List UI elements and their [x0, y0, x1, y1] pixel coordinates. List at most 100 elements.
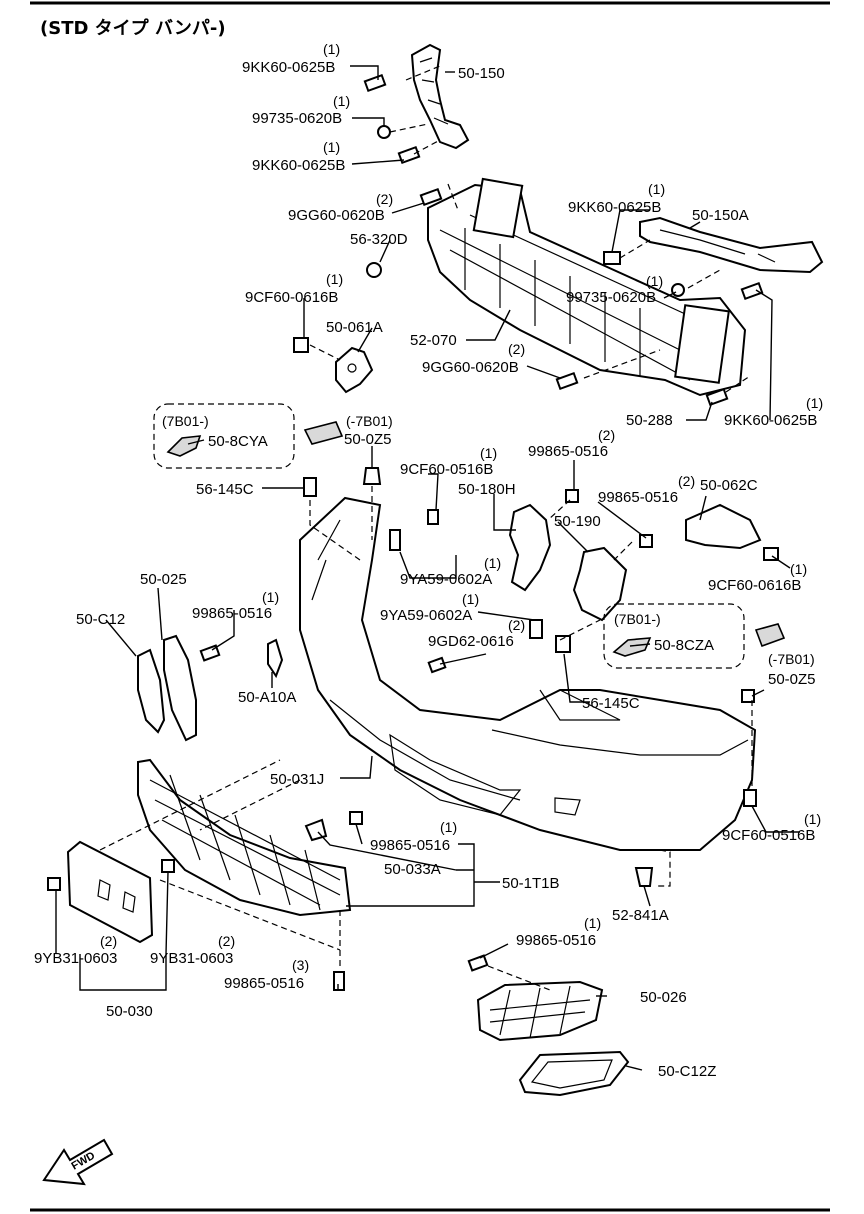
label-c45: 50-026 — [640, 989, 687, 1006]
qty-c28: (1) — [462, 591, 479, 607]
qty-c43: (2) — [100, 933, 117, 949]
label-c12: 52-070 — [410, 332, 457, 349]
label-c30: 99865-0516 — [192, 605, 272, 622]
label-c48: 50-C12Z — [658, 1063, 716, 1080]
qty-c9: (1) — [326, 271, 343, 287]
part-50-025-bracket — [163, 634, 197, 742]
label-c11: 50-061A — [326, 319, 383, 336]
label-c4: 9KK60-0625B — [252, 157, 345, 174]
label-c8: 56-320D — [350, 231, 408, 248]
part-50-A10A-clip — [267, 638, 284, 679]
part-50-031J-bumper — [299, 496, 757, 851]
part-50-150-bracket — [410, 43, 470, 150]
part-52-070-beam — [427, 177, 747, 397]
label-c2: 50-150 — [458, 65, 505, 82]
part-50-C12Z-cover — [518, 1050, 630, 1097]
qty-c38: (1) — [440, 819, 457, 835]
label-c26: 9CF60-0616B — [708, 577, 801, 594]
part-50-190-bracket — [572, 546, 628, 622]
leader-lines — [55, 65, 800, 1071]
label-c43: 9YB31-0603 — [34, 950, 117, 967]
label-c47: 50-030 — [106, 1003, 153, 1020]
label-c1: 9KK60-0625B — [242, 59, 335, 76]
qty-c4: (1) — [323, 139, 340, 155]
part-50-0Z5-lower — [754, 623, 786, 648]
fwd-arrow-icon: FWD — [42, 1138, 114, 1186]
label-c34: 56-145C — [582, 695, 640, 712]
qty-c26: (1) — [790, 561, 807, 577]
qty-c22: (2) — [678, 473, 695, 489]
qty-c1: (1) — [323, 41, 340, 57]
label-c28: 9YA59-0602A — [380, 607, 472, 624]
label-c16: 50-8CYA — [208, 433, 268, 450]
part-50-180H-bracket — [508, 503, 552, 592]
qty-c5: (2) — [376, 191, 393, 207]
label-c25: 9YA59-0602A — [400, 571, 492, 588]
label-c15: 9KK60-0625B — [724, 412, 817, 429]
label-c42: 99865-0516 — [516, 932, 596, 949]
label-c13: 9GG60-0620B — [422, 359, 519, 376]
inset-box-50-8CZA — [603, 603, 745, 669]
part-50-C12-piece — [137, 648, 166, 734]
label-c18: 99865-0516 — [528, 443, 608, 460]
inset-box-50-8CYA — [153, 403, 295, 469]
label-c5: 9GG60-0620B — [288, 207, 385, 224]
part-50-030-plate-bracket — [66, 840, 154, 944]
qty-c16: (7B01-) — [162, 413, 209, 429]
label-c41: 52-841A — [612, 907, 669, 924]
qty-c42: (1) — [584, 915, 601, 931]
qty-c44: (2) — [218, 933, 235, 949]
label-c38: 99865-0516 — [370, 837, 450, 854]
label-c14: 50-288 — [626, 412, 673, 429]
label-c46: 99865-0516 — [224, 975, 304, 992]
label-c21: 50-180H — [458, 481, 516, 498]
qty-c3: (1) — [333, 93, 350, 109]
label-c24: 50-190 — [554, 513, 601, 530]
label-c29: 50-C12 — [76, 611, 125, 628]
qty-c17: (-7B01) — [346, 413, 393, 429]
label-c20: 56-145C — [196, 481, 254, 498]
label-c3: 99735-0620B — [252, 110, 342, 127]
label-c40: 50-1T1B — [502, 875, 560, 892]
label-c22: 99865-0516 — [598, 489, 678, 506]
qty-c10: (1) — [646, 273, 663, 289]
label-c44: 9YB31-0603 — [150, 950, 233, 967]
label-c6: 9KK60-0625B — [568, 199, 661, 216]
qty-c46: (3) — [292, 957, 309, 973]
qty-c37: (1) — [804, 811, 821, 827]
qty-c35: (-7B01) — [768, 651, 815, 667]
part-50-1T1B-grille — [137, 758, 352, 917]
label-c10: 99735-0620B — [566, 289, 656, 306]
qty-c32: (7B01-) — [614, 611, 661, 627]
callout-labels: (1) 9KK60-0625B 50-150 (1) 99735-0620B (… — [34, 41, 823, 1080]
qty-c31: (2) — [508, 617, 525, 633]
label-c35: 50-0Z5 — [768, 671, 816, 688]
qty-c18: (2) — [598, 427, 615, 443]
label-c31: 9GD62-0616 — [428, 633, 514, 650]
label-c37: 9CF60-0516B — [722, 827, 815, 844]
part-50-150A-bracket — [639, 216, 824, 274]
diagram-title: (STD タイプ バンパ-) — [40, 17, 226, 39]
label-c9: 9CF60-0616B — [245, 289, 338, 306]
label-c7: 50-150A — [692, 207, 749, 224]
label-c19: 9CF60-0516B — [400, 461, 493, 478]
part-50-062C-bracket — [685, 503, 762, 550]
part-50-061A-bracket — [335, 346, 374, 394]
part-50-8CYA — [166, 435, 202, 457]
qty-c15: (1) — [806, 395, 823, 411]
part-50-8CZA — [612, 637, 652, 657]
label-c39: 50-033A — [384, 861, 441, 878]
assembly-lines — [99, 65, 753, 991]
part-50-026-bezel — [476, 980, 604, 1042]
label-c33: 50-A10A — [238, 689, 296, 706]
label-c23: 50-062C — [700, 477, 758, 494]
qty-c19: (1) — [480, 445, 497, 461]
label-c27: 50-025 — [140, 571, 187, 588]
qty-c13: (2) — [508, 341, 525, 357]
qty-c25: (1) — [484, 555, 501, 571]
qty-c30: (1) — [262, 589, 279, 605]
label-c36: 50-031J — [270, 771, 324, 788]
part-50-0Z5-upper — [303, 421, 344, 445]
label-c17: 50-0Z5 — [344, 431, 392, 448]
